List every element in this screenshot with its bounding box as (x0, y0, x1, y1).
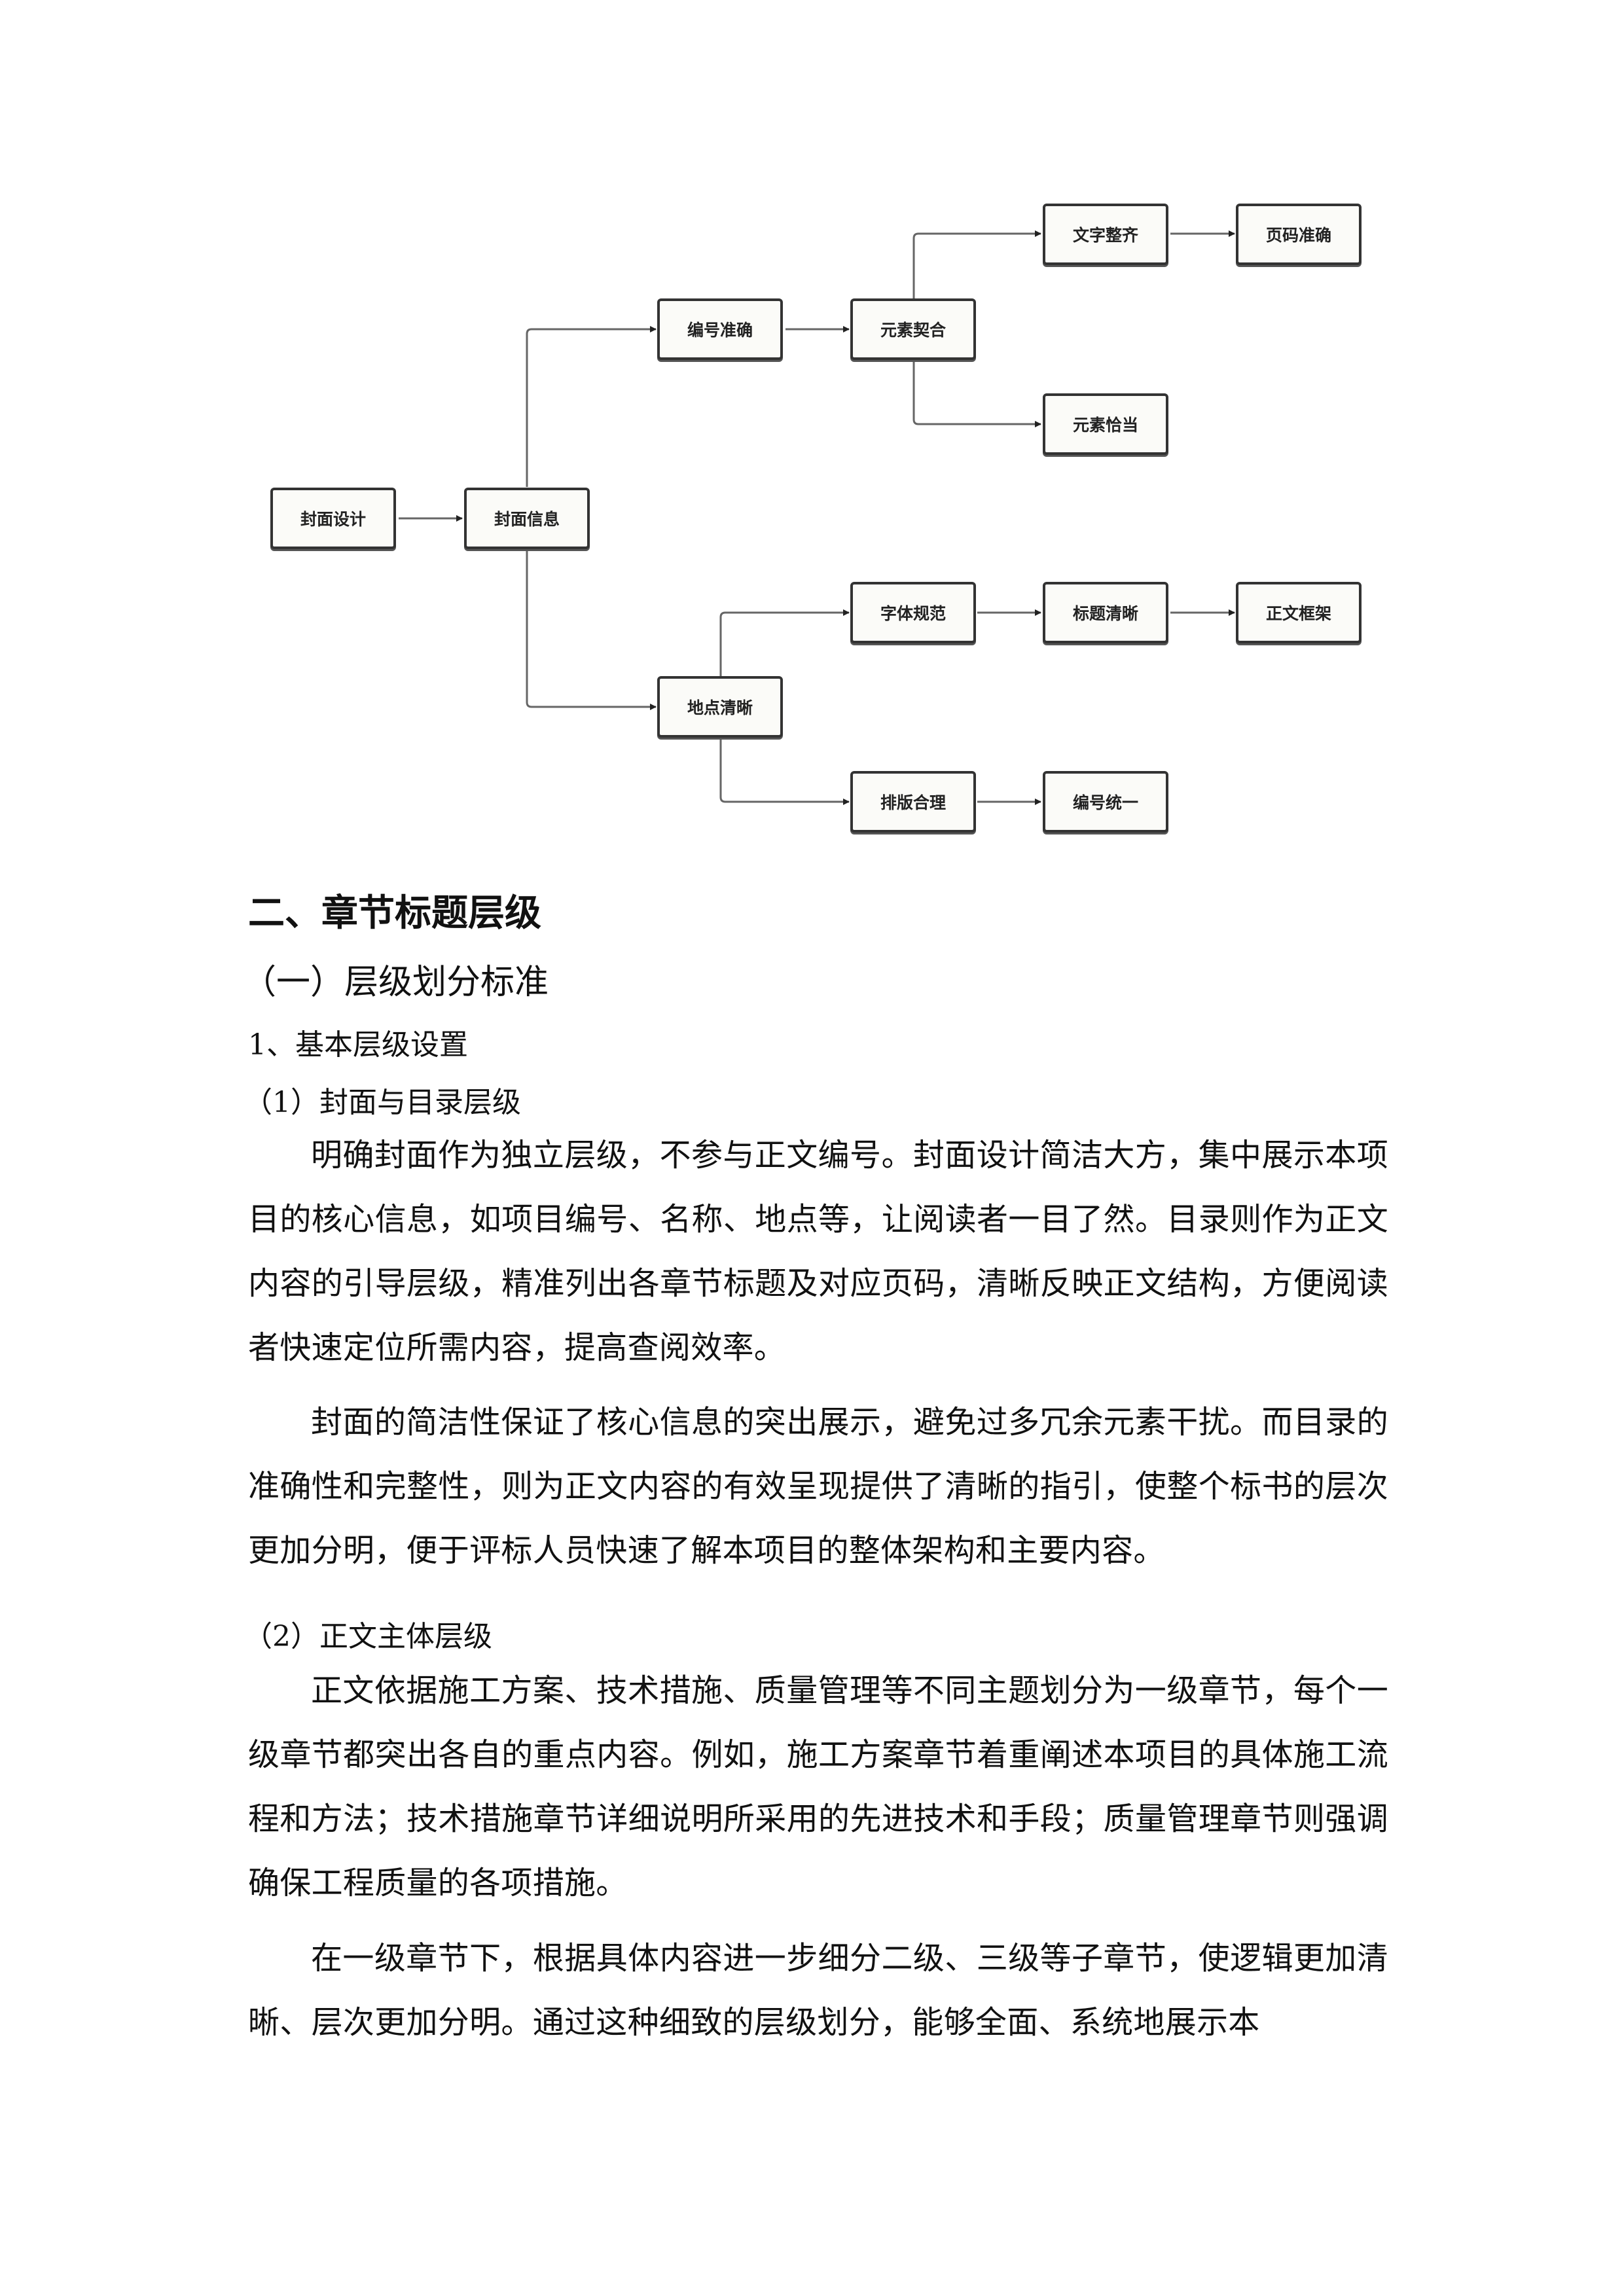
flowchart: 封面设计 封面信息 编号准确 元素契合 文字整齐 页码准确 元素恰当 字体规范 … (0, 0, 1624, 864)
chapter-heading: 二、章节标题层级 (248, 892, 541, 935)
paragraph: 正文依据施工方案、技术措施、质量管理等不同主题划分为一级章节，每个一级章节都突出… (248, 1672, 1388, 1901)
paragraph: 在一级章节下，根据具体内容进一步细分二级、三级等子章节，使逻辑更加清晰、层次更加… (248, 1940, 1388, 2041)
node-number-unified: 编号统一 (1043, 771, 1168, 833)
item-heading-body: （2）正文主体层级 (244, 1620, 492, 1653)
section-heading: （一）层级划分标准 (242, 963, 549, 1002)
arrow-location-clear-to-font-standard (719, 609, 850, 676)
flowchart-connectors (399, 230, 1235, 805)
node-text-aligned: 文字整齐 (1043, 204, 1168, 265)
paragraph: 封面的简洁性保证了核心信息的突出展示，避免过多冗余元素干扰。而目录的准确性和完整… (248, 1404, 1388, 1569)
arrow-location-clear-to-layout (719, 738, 850, 805)
node-title-clear: 标题清晰 (1043, 582, 1168, 643)
node-body-framework: 正文框架 (1236, 582, 1362, 643)
node-font-standard: 字体规范 (850, 582, 976, 643)
node-cover-design: 封面设计 (270, 488, 396, 549)
node-number-accurate: 编号准确 (657, 298, 783, 360)
node-page-number-accurate: 页码准确 (1236, 204, 1362, 265)
node-location-clear: 地点清晰 (657, 676, 783, 738)
subsection-heading: 1、基本层级设置 (248, 1028, 468, 1062)
node-element-appropriate: 元素恰当 (1043, 393, 1168, 455)
item-heading-cover-toc: （1）封面与目录层级 (244, 1086, 521, 1119)
arrow-cover-info-to-number-accurate (526, 326, 657, 487)
node-element-fit: 元素契合 (850, 298, 976, 360)
arrow-element-fit-to-element-appropriate (912, 360, 1041, 427)
paragraph: 明确封面作为独立层级，不参与正文编号。封面设计简洁大方，集中展示本项目的核心信息… (248, 1137, 1388, 1366)
arrow-cover-info-to-location-clear (526, 550, 657, 710)
node-cover-info: 封面信息 (464, 488, 590, 549)
arrow-element-fit-to-text-aligned (912, 230, 1041, 298)
node-layout-reasonable: 排版合理 (850, 771, 976, 833)
